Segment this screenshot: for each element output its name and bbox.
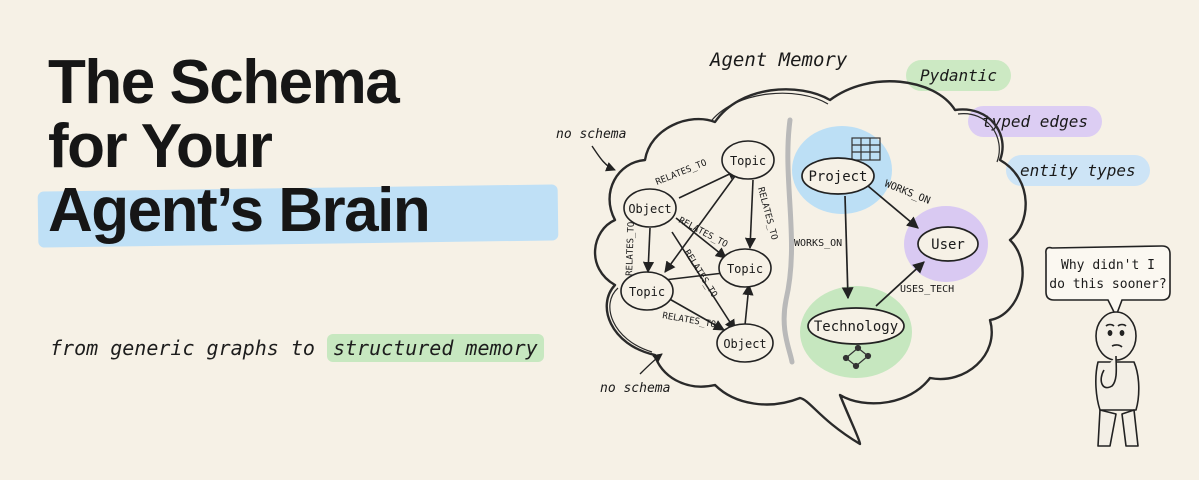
- svg-text:Topic: Topic: [727, 262, 763, 276]
- right-graph-edges: [841, 185, 925, 307]
- title-line-2: for Your: [48, 112, 273, 181]
- left-node-topic-2: Topic: [718, 248, 772, 288]
- edge-label-relates-to-2: RELATES_TO: [755, 186, 779, 241]
- svg-text:Project: Project: [808, 169, 867, 185]
- tag-typed-edges: typed edges: [968, 106, 1102, 137]
- speech-line-1: Why didn't I: [1061, 258, 1155, 273]
- right-node-technology: Technology: [807, 307, 905, 370]
- subtitle: from generic graphs to structured memory: [50, 334, 544, 362]
- left-node-object-2: Object: [716, 323, 774, 363]
- edge-label-relates-to-1: RELATES_TO: [654, 158, 708, 188]
- svg-text:Topic: Topic: [730, 154, 766, 168]
- left-node-topic-1: Topic: [721, 140, 775, 180]
- svg-text:Topic: Topic: [629, 285, 665, 299]
- brain-outline: [593, 80, 1027, 446]
- edge-label-works-on-user: WORKS_ON: [883, 179, 932, 207]
- svg-text:Technology: Technology: [814, 319, 898, 335]
- page-title: The Schema for Your Agent’s Brain: [37, 48, 559, 248]
- subtitle-text: from generic graphs to: [50, 336, 327, 360]
- svg-text:Object: Object: [723, 337, 766, 351]
- brain-label: Agent Memory: [709, 49, 848, 71]
- right-node-user: User: [917, 226, 979, 262]
- edge-label-uses-tech: USES_TECH: [900, 284, 954, 295]
- subtitle-highlight: structured memory: [326, 334, 544, 362]
- annotation-no-schema-top: no schema: [556, 127, 626, 142]
- edge-label-relates-to-6: RELATES_TO: [661, 311, 716, 330]
- edge-label-relates-to-4: RELATES_TO: [625, 222, 637, 277]
- svg-text:Object: Object: [628, 202, 671, 216]
- title-line-3: Agent’s Brain: [37, 178, 559, 248]
- edge-label-works-on-tech: WORKS_ON: [794, 238, 842, 249]
- thinking-person-illustration: [1095, 311, 1140, 447]
- speech-line-2: do this sooner?: [1049, 277, 1166, 292]
- annotation-no-schema-bottom: no schema: [600, 381, 670, 396]
- table-icon: [851, 137, 881, 161]
- left-node-topic-3: Topic: [620, 271, 674, 311]
- brain-divider: [781, 117, 795, 365]
- network-icon: [842, 344, 872, 370]
- title-line-1: The Schema: [48, 48, 400, 117]
- speech-bubble: Why didn't I do this sooner?: [1045, 245, 1171, 318]
- tag-entity-types: entity types: [1006, 155, 1150, 186]
- svg-text:User: User: [931, 237, 965, 253]
- left-node-object-1: Object: [623, 188, 677, 228]
- right-node-project: Project: [801, 137, 881, 195]
